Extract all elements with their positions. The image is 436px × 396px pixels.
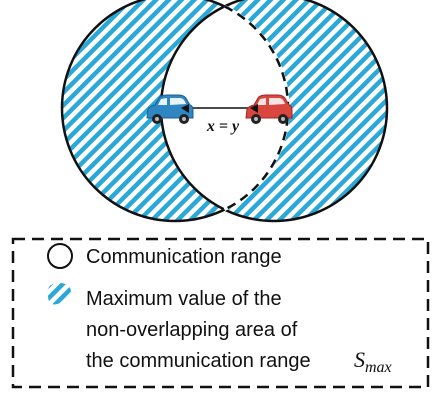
smax-symbol: Smax: [354, 347, 392, 376]
non-overlapping-area: [62, 0, 387, 221]
left-car-icon: [146, 94, 194, 124]
legend-label-line-1: Maximum value of the: [86, 288, 282, 310]
hatched-blob-icon: [47, 282, 71, 305]
legend-box: [11, 237, 430, 389]
distance-label: x = y: [206, 118, 240, 135]
legend-label-line-3: the communication range: [86, 350, 311, 372]
circle-outline-icon: [47, 243, 73, 269]
smax-symbol-sub: max: [365, 359, 392, 376]
right-car-icon: [245, 94, 293, 124]
legend-label-communication-range: Communication range: [86, 246, 282, 268]
legend-label-line-2: non-overlapping area of: [86, 319, 298, 341]
smax-symbol-main: S: [354, 347, 365, 372]
